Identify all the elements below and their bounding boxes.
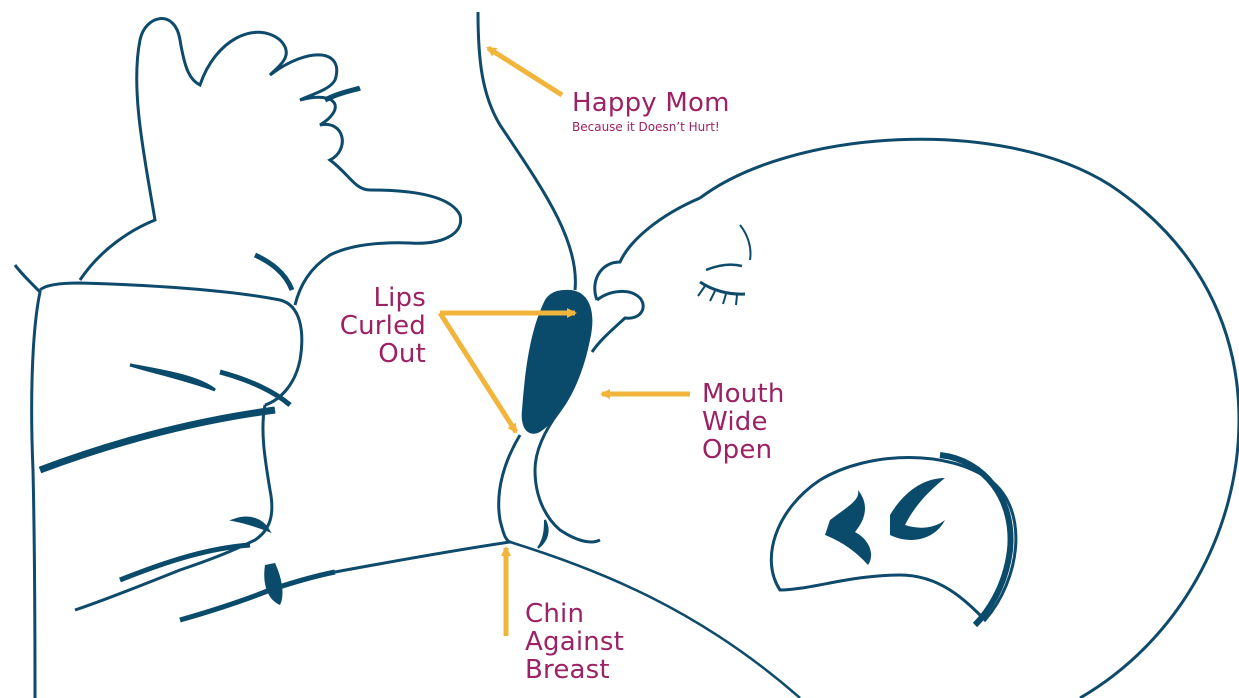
baby-eyelashes [698,286,737,305]
mouth-label-line-3: Open [702,436,785,464]
baby-sleeve-fold-1 [130,365,215,390]
lips-label-line-1: Lips [330,284,426,312]
baby-chin-dark [538,520,548,548]
mom-finger-shadow [235,518,268,530]
arrow-happy-mom [488,48,562,95]
breast-lower [335,435,520,572]
baby-sleeve-fold-3 [40,410,275,470]
mouth-label-line-1: Mouth [702,380,785,408]
mom-hand [75,405,272,610]
happy-mom-subtitle: Because it Doesn’t Hurt! [572,121,720,133]
chin-label-line-3: Breast [525,656,624,684]
baby-ear [771,458,1016,621]
chin-label: Chin Against Breast [525,600,624,684]
baby-nose [592,291,643,352]
baby-ear-fold [890,478,945,540]
baby-sleeve-fold-2 [220,372,290,405]
baby-forehead-line [595,198,700,300]
baby-eye [700,282,745,294]
baby-eyebrow [706,265,742,270]
lips-label-line-3: Out [330,340,426,368]
mom-thumb [264,563,282,605]
mom-arm-upper [15,265,40,698]
mouth-label: Mouth Wide Open [702,380,785,464]
arrow-lips-lower [440,313,516,432]
mouth-label-line-2: Wide [702,408,785,436]
baby-ear-inner [825,490,871,565]
lips-label: Lips Curled Out [330,284,426,368]
mom-hand-lower [180,572,335,620]
baby-brow-crease [740,225,751,260]
baby-knuckle-1 [325,88,360,100]
lips-label-line-2: Curled [330,312,426,340]
happy-mom-title: Happy Mom [572,90,730,116]
baby-knuckle-2 [255,255,292,290]
chin-label-line-2: Against [525,628,624,656]
chin-label-line-1: Chin [525,600,624,628]
